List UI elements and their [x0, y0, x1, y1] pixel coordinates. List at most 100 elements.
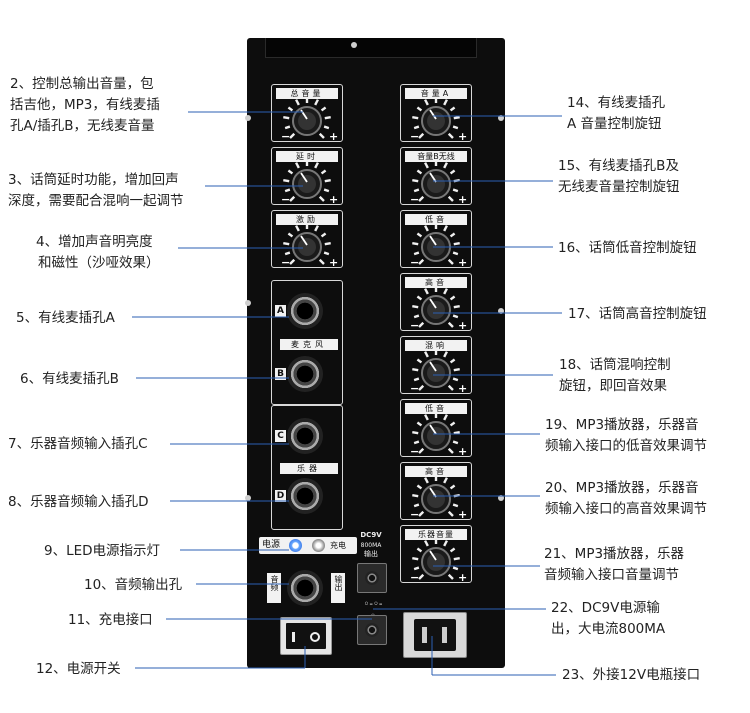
callout-line: 17、话筒高音控制旋钮: [568, 306, 707, 322]
callout-line: 旋钮，即回音效果: [559, 378, 667, 394]
callout-line: 20、MP3播放器，乐器音: [545, 480, 699, 496]
knob-label: 低音: [405, 214, 467, 225]
charge-led-icon: [312, 539, 325, 552]
callout-line: 22、DC9V电源输: [551, 600, 660, 616]
charging-port[interactable]: [357, 615, 387, 645]
knob-label: 总音量: [276, 88, 338, 99]
callout-line: 4、增加声音明亮度: [36, 234, 153, 250]
battery-socket-inner: [414, 619, 456, 651]
audio-output-jack[interactable]: [287, 570, 323, 606]
screw-icon: [351, 42, 357, 48]
knob-box-volume-a: 音量A: [400, 84, 472, 142]
knob-box-delay: 延时: [271, 147, 343, 205]
audio-out-label-left: 音频: [270, 575, 279, 591]
knob-box-instrument-volume: 乐器音量: [400, 525, 472, 583]
callout-line: 16、话筒低音控制旋钮: [558, 240, 697, 256]
callout-line: 21、MP3播放器，乐器: [544, 546, 685, 562]
knob-label: 高音: [405, 277, 467, 288]
screw-icon: [245, 300, 251, 306]
callout-line: 音频输入接口音量调节: [544, 567, 679, 583]
panel-top-tab: [265, 38, 477, 58]
knob-label: 乐器音量: [405, 529, 467, 540]
knob-box-exciter: 激励: [271, 210, 343, 268]
knob-box-mp3-treble: 高音: [400, 462, 472, 520]
callout-16: 16、话筒低音控制旋钮: [558, 238, 697, 259]
knob-label: 低音: [405, 403, 467, 414]
callout-line: 无线麦音量控制旋钮: [558, 179, 680, 195]
callout-8: 8、乐器音频输入插孔D: [8, 492, 148, 513]
callout-line: 出，大电流800MA: [551, 621, 666, 637]
callout-15: 15、有线麦插孔B及 无线麦音量控制旋钮: [558, 156, 680, 198]
power-off-icon: [292, 632, 295, 642]
callout-23: 23、外接12V电瓶接口: [562, 665, 700, 686]
mic-jack-box: [271, 280, 343, 405]
callout-line: 23、外接12V电瓶接口: [562, 667, 701, 683]
callout-14: 14、有线麦插孔 A 音量控制旋钮: [567, 93, 665, 135]
knob-box-mic-treble: 高音: [400, 273, 472, 331]
knob-box-mp3-bass: 低音: [400, 399, 472, 457]
knob-label: 高音: [405, 466, 467, 477]
callout-line: 6、有线麦插孔B: [20, 371, 119, 387]
dc-polarity-icon: ◦-◦-◦: [363, 599, 383, 622]
callout-line: 括吉他，MP3，有线麦插: [10, 97, 160, 113]
callout-7: 7、乐器音频输入插孔C: [8, 434, 148, 455]
callout-line: 孔A/插孔B，无线麦音量: [10, 118, 155, 134]
knob-box-master-volume: 总音量: [271, 84, 343, 142]
audio-out-label-right-bg: [331, 573, 345, 603]
battery-socket[interactable]: [403, 612, 467, 658]
audio-out-label-right: 输出: [334, 575, 343, 591]
callout-line: 12、电源开关: [36, 661, 121, 677]
instrument-label: 乐器: [280, 463, 338, 474]
instrument-jack-d[interactable]: [287, 478, 323, 514]
power-indicator-label: 电源: [262, 540, 281, 550]
screw-icon: [498, 308, 504, 314]
dc-label-output: 输出: [364, 550, 378, 558]
callout-2: 2、控制总输出音量，包 括吉他，MP3，有线麦插 孔A/插孔B，无线麦音量: [10, 74, 160, 137]
callout-line: 2、控制总输出音量，包: [10, 76, 154, 92]
mic-label: 麦克风: [280, 339, 338, 350]
audio-out-label-left-bg: [267, 573, 281, 603]
socket-pin-icon: [422, 627, 427, 643]
callout-21: 21、MP3播放器，乐器 音频输入接口音量调节: [544, 544, 684, 586]
knob-label: 激励: [276, 214, 338, 225]
knob-box-mic-bass: 低音: [400, 210, 472, 268]
callout-line: 频输入接口的高音效果调节: [545, 501, 707, 517]
knob-label: 音量B无线: [405, 151, 467, 162]
callout-line: 11、充电接口: [68, 612, 153, 628]
socket-pin-icon: [442, 627, 447, 643]
screw-icon: [245, 115, 251, 121]
callout-line: 7、乐器音频输入插孔C: [8, 436, 148, 452]
power-switch-rocker: [286, 623, 326, 649]
knob-label: 延时: [276, 151, 338, 162]
dc-label-voltage: DC9V: [360, 531, 382, 539]
callout-line: 5、有线麦插孔A: [16, 310, 115, 326]
dc9v-output-port[interactable]: [357, 563, 387, 593]
jack-letter: A: [275, 305, 286, 317]
callout-9: 9、LED电源指示灯: [44, 541, 160, 562]
callout-line: 9、LED电源指示灯: [44, 543, 161, 559]
instrument-jack-c[interactable]: [287, 418, 323, 454]
callout-5: 5、有线麦插孔A: [16, 308, 115, 329]
callout-line: 14、有线麦插孔: [567, 95, 666, 111]
callout-11: 11、充电接口: [68, 610, 153, 631]
callout-line: 15、有线麦插孔B及: [558, 158, 679, 174]
callout-18: 18、话筒混响控制 旋钮，即回音效果: [559, 355, 671, 397]
callout-line: 频输入接口的低音效果调节: [545, 438, 707, 454]
knob-label: 混响: [405, 340, 467, 351]
mic-jack-b[interactable]: [287, 356, 323, 392]
knob-box-volume-b-wireless: 音量B无线: [400, 147, 472, 205]
callout-line: 和磁性（沙哑效果）: [38, 255, 160, 271]
dc-label-current: 800MA: [360, 542, 382, 549]
callout-4: 4、增加声音明亮度 和磁性（沙哑效果）: [36, 232, 160, 274]
callout-line: 19、MP3播放器，乐器音: [545, 417, 699, 433]
power-switch[interactable]: [280, 617, 332, 655]
mic-jack-a[interactable]: [287, 293, 323, 329]
screw-icon: [498, 495, 504, 501]
power-on-icon: [310, 632, 320, 642]
callout-line: 18、话筒混响控制: [559, 357, 671, 373]
jack-letter: C: [275, 430, 286, 442]
callout-20: 20、MP3播放器，乐器音 频输入接口的高音效果调节: [545, 478, 707, 520]
callout-12: 12、电源开关: [36, 659, 121, 680]
callout-10: 10、音频输出孔: [84, 575, 182, 596]
callout-22: 22、DC9V电源输 出，大电流800MA: [551, 598, 665, 640]
